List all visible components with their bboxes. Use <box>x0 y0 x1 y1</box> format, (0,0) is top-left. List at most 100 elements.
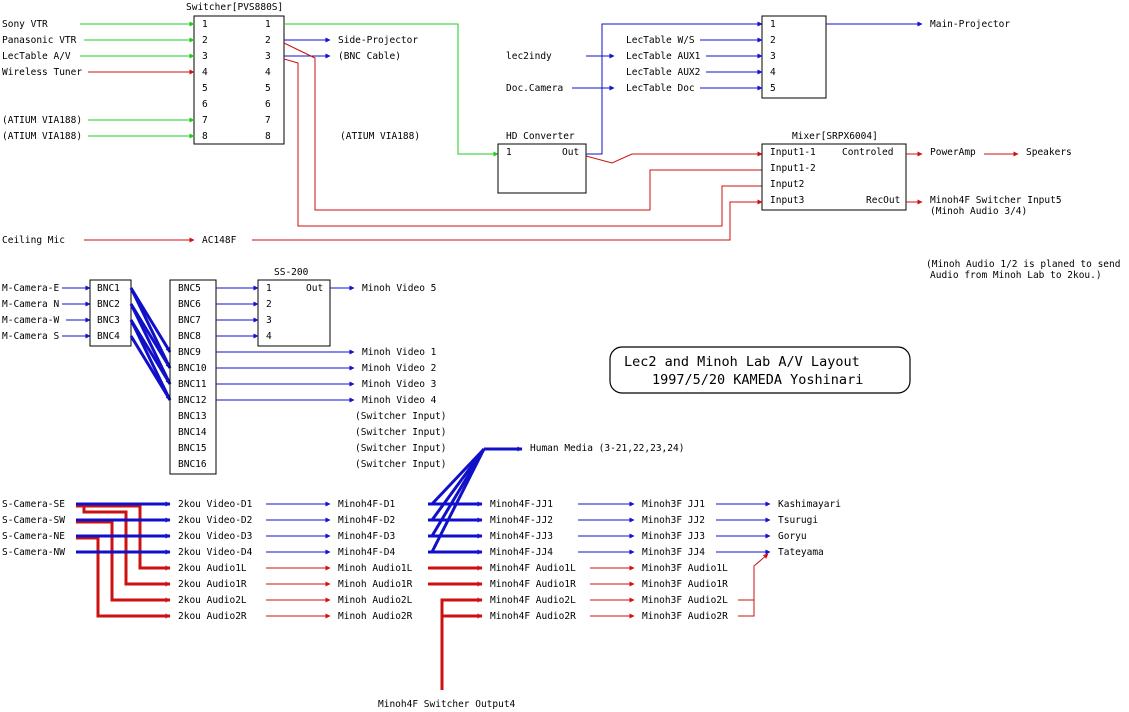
svg-text:Minoh4F-D1: Minoh4F-D1 <box>338 499 395 510</box>
svg-text:BNC14: BNC14 <box>178 427 207 438</box>
svg-text:Minoh3F Audio1L: Minoh3F Audio1L <box>642 563 728 574</box>
svg-text:Kashimayari: Kashimayari <box>778 499 841 510</box>
source-doc-camera: Doc.Camera <box>506 83 563 94</box>
svg-text:2: 2 <box>202 35 208 46</box>
svg-text:(Switcher Input): (Switcher Input) <box>355 443 447 454</box>
svg-text:Minoh Video 3: Minoh Video 3 <box>362 379 436 390</box>
ss200-box <box>257 279 331 347</box>
svg-text:3: 3 <box>265 51 271 62</box>
title-line2: 1997/5/20 KAMEDA Yoshinari <box>652 372 863 388</box>
switcher-out-ports: 1 2 3 4 5 6 7 8 <box>265 19 271 142</box>
switcher-box <box>193 15 285 145</box>
svg-text:Minoh4F Audio2L: Minoh4F Audio2L <box>490 595 576 606</box>
ss200-out: Out <box>306 283 323 294</box>
svg-text:2kou Video-D3: 2kou Video-D3 <box>178 531 252 542</box>
svg-text:Minoh4F Audio1L: Minoh4F Audio1L <box>490 563 576 574</box>
bnc-output-labels: Minoh Video 1 Minoh Video 2 Minoh Video … <box>355 347 447 470</box>
bnc-cable-note: (BNC Cable) <box>338 51 401 62</box>
svg-text:4: 4 <box>770 67 776 78</box>
mixer-input3: Input3 <box>770 195 804 206</box>
svg-text:1: 1 <box>202 19 208 30</box>
svg-text:Minoh3F JJ2: Minoh3F JJ2 <box>642 515 705 526</box>
svg-text:BNC6: BNC6 <box>178 299 201 310</box>
source-lec2indy: lec2indy <box>506 51 552 62</box>
svg-text:1: 1 <box>266 283 272 294</box>
svg-text:Minoh Video 2: Minoh Video 2 <box>362 363 436 374</box>
poweramp: PowerAmp <box>930 147 976 158</box>
svg-text:Minoh4F-D3: Minoh4F-D3 <box>338 531 395 542</box>
minoh-to-4f-audio-lines <box>428 565 483 690</box>
svg-text:4: 4 <box>202 67 208 78</box>
switcher-name: Switcher[PVS880S] <box>186 2 283 13</box>
minoh-video-5: Minoh Video 5 <box>362 283 436 294</box>
svg-text:BNC11: BNC11 <box>178 379 207 390</box>
mixer-name: Mixer[SRPX6004] <box>792 131 878 142</box>
speakers: Speakers <box>1026 147 1072 158</box>
s-camera-labels: S-Camera-SE S-Camera-SW S-Camera-NE S-Ca… <box>2 499 65 558</box>
input-sony-vtr: Sony VTR <box>2 19 48 30</box>
svg-text:2kou Video-D2: 2kou Video-D2 <box>178 515 252 526</box>
svg-text:(Switcher Input): (Switcher Input) <box>355 459 447 470</box>
svg-text:S-Camera-SE: S-Camera-SE <box>2 499 65 510</box>
title-box <box>609 346 911 394</box>
svg-text:Minoh Audio1L: Minoh Audio1L <box>338 563 413 574</box>
lectable-ws: LecTable W/S <box>626 35 695 46</box>
svg-text:3: 3 <box>770 51 776 62</box>
col-3f: Minoh3F JJ1 Minoh3F JJ2 Minoh3F JJ3 Mino… <box>642 499 728 622</box>
mixer-input2: Input2 <box>770 179 804 190</box>
recout-dest: Minoh4F Switcher Input5 <box>930 195 1062 206</box>
svg-text:BNC3: BNC3 <box>97 315 120 326</box>
svg-text:Minoh3F Audio2L: Minoh3F Audio2L <box>642 595 728 606</box>
svg-text:5: 5 <box>265 83 271 94</box>
svg-text:2: 2 <box>266 299 272 310</box>
col-4f: Minoh4F-JJ1 Minoh4F-JJ2 Minoh4F-JJ3 Mino… <box>490 499 576 622</box>
col-2kou: 2kou Video-D1 2kou Video-D2 2kou Video-D… <box>178 499 253 622</box>
m-camera-e: M-Camera-E <box>2 283 59 294</box>
svg-text:2kou Audio2R: 2kou Audio2R <box>178 611 247 622</box>
svg-text:Minoh Audio2R: Minoh Audio2R <box>338 611 413 622</box>
input-atium-1: (ATIUM VIA188) <box>2 115 82 126</box>
svg-text:BNC8: BNC8 <box>178 331 201 342</box>
room-labels: Kashimayari Tsurugi Goryu Tateyama <box>778 499 841 558</box>
bnc-cross-lines <box>129 287 172 401</box>
svg-text:BNC7: BNC7 <box>178 315 201 326</box>
main-projector: Main-Projector <box>930 19 1010 30</box>
mixer-output-lines <box>906 151 1019 205</box>
3f-to-room-lines <box>716 501 771 617</box>
svg-text:2kou Audio1L: 2kou Audio1L <box>178 563 247 574</box>
bnc-small-labels: BNC1 BNC2 BNC3 BNC4 <box>97 283 120 342</box>
svg-text:(Switcher Input): (Switcher Input) <box>355 427 447 438</box>
svg-text:2kou Video-D4: 2kou Video-D4 <box>178 547 253 558</box>
svg-text:2kou Audio1R: 2kou Audio1R <box>178 579 247 590</box>
svg-text:4: 4 <box>266 331 272 342</box>
ss200-ports: 1 2 3 4 <box>266 283 272 342</box>
svg-text:Minoh4F-D4: Minoh4F-D4 <box>338 547 395 558</box>
projector-switch-ports: 1 2 3 4 5 <box>770 19 776 94</box>
svg-text:8: 8 <box>202 131 208 142</box>
svg-text:BNC9: BNC9 <box>178 347 201 358</box>
4f-to-3f-lines <box>578 501 635 619</box>
svg-text:8: 8 <box>265 131 271 142</box>
input-wireless-tuner: Wireless Tuner <box>2 67 82 78</box>
input-lectable-av: LecTable A/V <box>2 51 71 62</box>
s-camera-video-lines <box>76 501 171 555</box>
lectable-aux2: LecTable AUX2 <box>626 67 700 78</box>
mixer-box <box>761 143 907 211</box>
input-panasonic-vtr: Panasonic VTR <box>2 35 77 46</box>
ac148f: AC148F <box>202 235 237 246</box>
svg-text:Minoh4F-JJ4: Minoh4F-JJ4 <box>490 547 553 558</box>
svg-text:2: 2 <box>770 35 776 46</box>
mixer-recout: RecOut <box>866 195 900 206</box>
m-camera-w: M-camera-W <box>2 315 59 326</box>
ss200-name: SS-200 <box>274 267 309 278</box>
svg-text:BNC13: BNC13 <box>178 411 207 422</box>
lectable-aux1: LecTable AUX1 <box>626 51 701 62</box>
mixer-input1-2: Input1-2 <box>770 163 816 174</box>
audio-note-line2: Audio from Minoh Lab to 2kou.) <box>930 270 1102 281</box>
s-camera-audio-lines <box>76 504 171 619</box>
svg-text:Minoh3F JJ3: Minoh3F JJ3 <box>642 531 705 542</box>
svg-text:3: 3 <box>266 315 272 326</box>
svg-text:2kou Video-D1: 2kou Video-D1 <box>178 499 253 510</box>
svg-text:1: 1 <box>265 19 271 30</box>
